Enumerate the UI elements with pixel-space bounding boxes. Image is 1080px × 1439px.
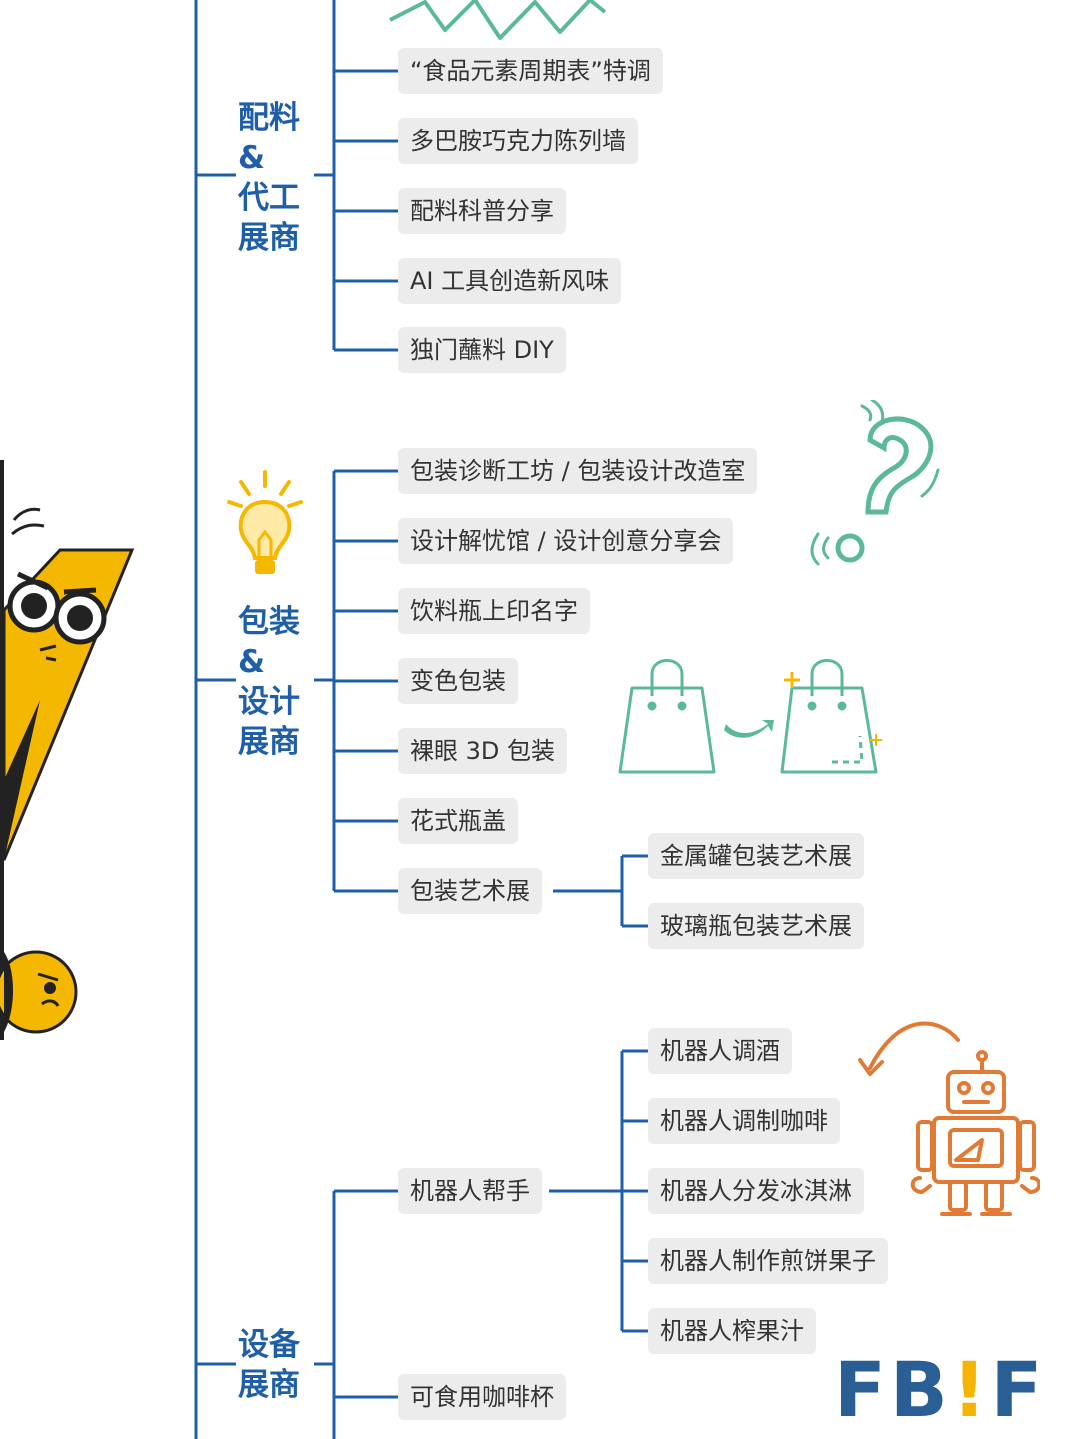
category-line: 代工: [238, 180, 300, 216]
robot-child-node: 机器人调制咖啡: [648, 1098, 840, 1144]
packaging-node: 花式瓶盖: [398, 798, 518, 844]
robot-child-node: 机器人制作煎饼果子: [648, 1238, 888, 1284]
robot-helper-node: 机器人帮手: [398, 1168, 542, 1214]
equipment-node: 可食用咖啡杯: [398, 1374, 566, 1420]
packaging-node: 变色包装: [398, 658, 518, 704]
packaging-node: 包装诊断工坊 / 包装设计改造室: [398, 448, 758, 494]
category-ingredients: 配料 & 代工 展商: [238, 98, 300, 258]
ingredients-node: 配料科普分享: [398, 188, 566, 234]
packaging-art-child-node: 玻璃瓶包装艺术展: [648, 903, 864, 949]
category-line: 展商: [238, 1367, 300, 1403]
packaging-node: 饮料瓶上印名字: [398, 588, 590, 634]
ingredients-node: 独门蘸料 DIY: [398, 327, 566, 373]
robot-child-node: 机器人调酒: [648, 1028, 792, 1074]
fbif-logo: FB!F: [834, 1352, 1046, 1428]
ingredients-node: AI 工具创造新风味: [398, 258, 622, 304]
category-line: 展商: [238, 220, 300, 256]
ingredients-node: 多巴胺巧克力陈列墙: [398, 118, 638, 164]
category-line: 配料: [238, 100, 300, 136]
ingredients-node: “食品元素周期表”特调: [398, 48, 663, 94]
robot-child-node: 机器人榨果汁: [648, 1308, 816, 1354]
question-mark-icon: [810, 400, 940, 566]
packaging-art-child-node: 金属罐包装艺术展: [648, 833, 864, 879]
zigzag-doodle-icon: [389, 0, 607, 40]
shopping-bags-icon: [618, 659, 882, 774]
robot-icon: [858, 1021, 1040, 1216]
packaging-node: 裸眼 3D 包装: [398, 728, 568, 774]
category-line: 包装: [238, 604, 300, 640]
category-line: 展商: [238, 724, 300, 760]
mascot-character-icon: [0, 460, 135, 1040]
category-packaging: 包装 & 设计 展商: [238, 602, 300, 762]
category-line: &: [238, 644, 266, 680]
category-line: 设计: [238, 684, 300, 720]
category-equipment: 设备 展商: [238, 1325, 300, 1405]
logo-exclamation: !: [951, 1345, 991, 1434]
packaging-art-node: 包装艺术展: [398, 868, 542, 914]
lightbulb-icon: [227, 470, 303, 574]
category-line: 设备: [238, 1327, 300, 1363]
category-line: &: [238, 140, 266, 176]
logo-text-right: F: [990, 1345, 1047, 1434]
robot-child-node: 机器人分发冰淇淋: [648, 1168, 864, 1214]
logo-text-left: FB: [834, 1345, 952, 1434]
packaging-node: 设计解忧馆 / 设计创意分享会: [398, 518, 734, 564]
